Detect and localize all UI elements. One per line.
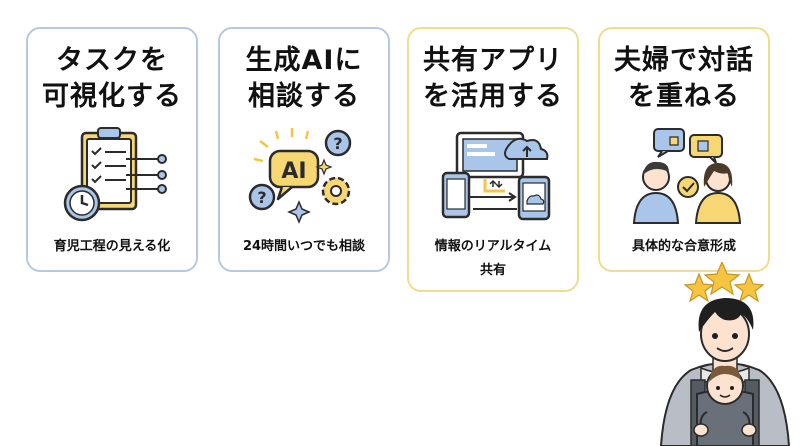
shared-devices-cloud-icon — [441, 131, 551, 221]
card-caption: 24時間いつでも相談 — [242, 239, 366, 254]
card-caption: 育児工程の見える化 — [53, 239, 171, 254]
card-visualize-tasks: タスクを 可視化する 育児工程の見える化 — [26, 27, 198, 272]
star-icon — [683, 272, 715, 303]
card-title: 夫婦で対話 を重ねる — [614, 45, 754, 112]
card-shared-app: 共有アプリ を活用する 情報のリアルタイム 共有 — [407, 27, 579, 292]
checklist-clock-icon — [63, 127, 167, 222]
ai-label: AI — [281, 159, 306, 184]
card-caption: 情報のリアルタイム 共有 — [434, 239, 552, 278]
card-caption: 具体的な合意形成 — [631, 239, 736, 254]
card-consult-ai: 生成AIに 相談する AI ? ? 24時間いつでも相談 — [218, 27, 390, 272]
card-title: タスクを 可視化する — [42, 45, 182, 112]
card-title: 共有アプリ を活用する — [423, 45, 563, 112]
card-title: 生成AIに 相談する — [245, 45, 363, 112]
star-icon — [703, 262, 741, 296]
couple-dialogue-icon — [632, 128, 742, 224]
ai-chat-icon: AI ? ? — [248, 128, 352, 224]
svg-text:?: ? — [257, 188, 266, 207]
svg-text:?: ? — [333, 134, 342, 153]
father-with-baby-illustration — [659, 262, 791, 446]
star-icon — [733, 272, 765, 303]
card-couple-dialogue: 夫婦で対話 を重ねる 具体的な合意形成 — [598, 27, 770, 272]
